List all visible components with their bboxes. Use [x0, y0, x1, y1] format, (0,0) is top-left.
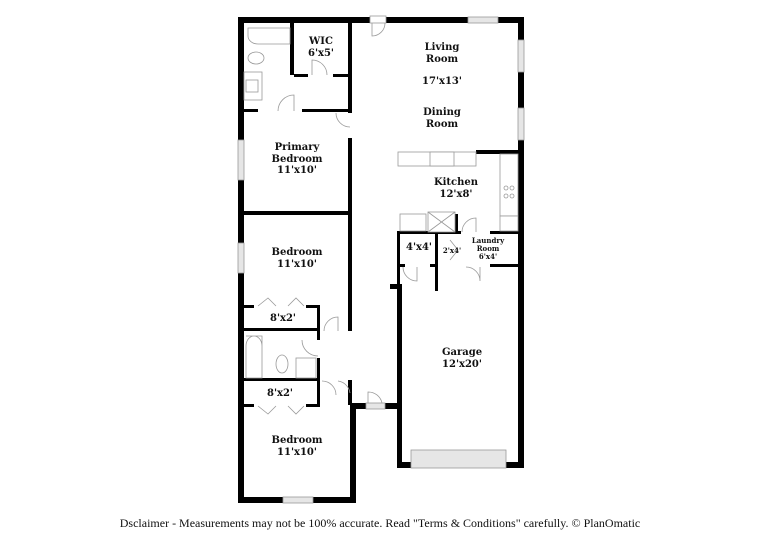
room-dims: 4'x4' — [405, 242, 433, 253]
room-dims: 11'x10' — [277, 446, 317, 458]
room-dims: 6'x5' — [307, 47, 335, 59]
room-label-laundry-room: Laundry Room 6'x4' — [471, 236, 505, 262]
room-dims: 6'x4' — [478, 252, 498, 262]
room-name-line1: Living — [424, 42, 460, 53]
room-label-closet-8x2-b: 8'x2' — [267, 388, 293, 400]
room-label-living-room: Living Room — [425, 42, 460, 65]
room-dims: 2'x4' — [442, 246, 462, 255]
room-dims: 8'x2' — [266, 388, 294, 399]
room-label-kitchen: Kitchen 12'x8' — [434, 177, 478, 200]
room-name-line2: Room — [425, 118, 459, 130]
disclaimer-text: Dsclaimer - Measurements may not be 100%… — [119, 516, 641, 530]
room-name: Garage — [441, 347, 483, 358]
room-label-closet-2x4: 2'x4' — [442, 246, 462, 255]
room-label-wic: WIC 6'x5' — [308, 36, 334, 59]
room-dims: 8'x2' — [269, 313, 297, 324]
room-name-line2: Room — [425, 53, 459, 65]
room-label-garage: Garage 12'x20' — [442, 347, 482, 370]
windows — [237, 16, 525, 504]
room-label-bedroom-2: Bedroom 11'x10' — [272, 247, 323, 270]
doors — [257, 15, 481, 415]
room-name: Bedroom — [271, 435, 323, 446]
room-name-line1: Laundry — [471, 236, 505, 245]
room-label-closet-4x4: 4'x4' — [406, 242, 432, 254]
room-name-line2: Bedroom — [271, 153, 323, 165]
room-dims: 11'x10' — [277, 258, 317, 270]
room-label-dining-room: Dining Room — [423, 107, 461, 130]
room-label-closet-8x2-a: 8'x2' — [270, 313, 296, 325]
room-dims: 11'x10' — [277, 165, 317, 176]
room-name: Kitchen — [433, 177, 479, 188]
room-name-line1: Dining — [423, 107, 461, 118]
room-name: Bedroom — [271, 247, 323, 258]
room-dims-living-room: 17'x13' — [422, 76, 462, 87]
room-name-line1: Primary — [274, 142, 320, 153]
room-label-primary-bedroom: Primary Bedroom 11'x10' — [272, 142, 323, 177]
room-name: WIC — [309, 36, 333, 47]
room-dims: 12'x8' — [439, 188, 473, 200]
room-label-bedroom-3: Bedroom 11'x10' — [272, 435, 323, 458]
room-name-line2: Room — [476, 244, 500, 254]
room-dims: 12'x20' — [442, 358, 482, 370]
fixtures — [243, 27, 519, 379]
